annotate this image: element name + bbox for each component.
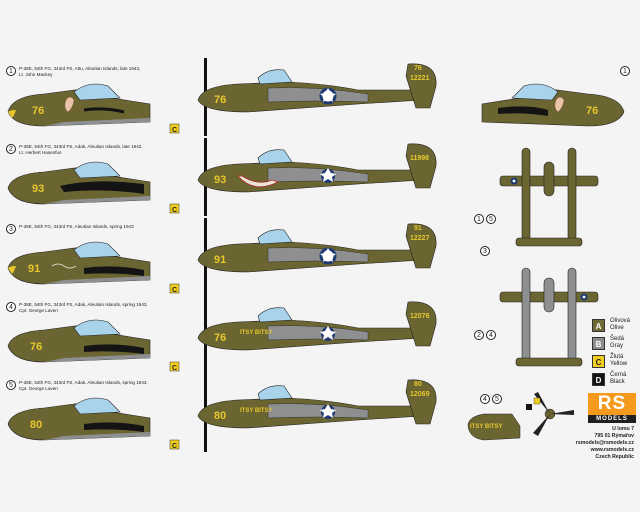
nose-view-1: 76 bbox=[7, 83, 151, 127]
nose-code-3: 91 bbox=[28, 263, 40, 275]
mini-nose-view: ITSY BITSY bbox=[467, 413, 521, 441]
top-ref-5: 5 bbox=[486, 214, 496, 224]
side-code-1: 76 bbox=[214, 94, 226, 106]
profile-caption-5: P-38E, 54th FG, 343rd FS, Adak, Aleutian… bbox=[19, 380, 148, 391]
legend-swatch-yellow: C bbox=[592, 355, 605, 368]
legend-gray: B Šedá Gray bbox=[592, 336, 640, 354]
nose-code-4: 76 bbox=[30, 341, 42, 353]
side-view-5: 80 ITSY BITSY 80 12069 C bbox=[169, 374, 437, 452]
nose-code-1: 76 bbox=[32, 105, 44, 117]
tail-serial-1: 12221 bbox=[410, 75, 430, 82]
nose-view-5: 80 bbox=[7, 397, 151, 441]
side-code-5: 80 bbox=[214, 410, 226, 422]
side-view-4: 76 ITSY BITSY 12076 C bbox=[169, 296, 437, 374]
profile-caption-1: P-38E, 54th FG, 343rd FS, Attu, Aleutian… bbox=[19, 66, 141, 77]
right-nose-view: 76 bbox=[481, 83, 625, 127]
side-code-2: 93 bbox=[214, 174, 226, 186]
legend-swatch-gray: B bbox=[592, 337, 605, 350]
side-view-3: 91 91 12227 C bbox=[169, 218, 437, 296]
top-ref-3: 3 bbox=[480, 246, 490, 256]
propeller-icon bbox=[526, 392, 574, 436]
tail-serial-5: 12069 bbox=[410, 391, 430, 398]
profile-number-3: 3 bbox=[6, 224, 16, 234]
legend-black: D Černá Black bbox=[592, 372, 640, 390]
legend-yellow: C Žlutá Yellow bbox=[592, 354, 640, 372]
address-web: www.rsmodels.cz bbox=[590, 447, 634, 453]
rs-models-logo: RS MODELS bbox=[588, 393, 636, 423]
tail-top-5: 80 bbox=[414, 381, 422, 388]
bottom-ref-4: 4 bbox=[486, 330, 496, 340]
tail-top-3: 91 bbox=[414, 225, 422, 232]
svg-text:C: C bbox=[172, 207, 177, 214]
bottom-view bbox=[499, 267, 599, 367]
nose-view-3: 91 bbox=[7, 241, 151, 285]
nose-code-2: 93 bbox=[32, 183, 44, 195]
top-view bbox=[499, 147, 599, 247]
nose-art-5: ITSY BITSY bbox=[240, 408, 273, 414]
mini-ref-4: 4 bbox=[480, 394, 490, 404]
svg-text:C: C bbox=[172, 443, 177, 450]
side-code-3: 91 bbox=[214, 254, 226, 266]
tail-serial-4: 12076 bbox=[410, 313, 430, 320]
bottom-ref-2: 2 bbox=[474, 330, 484, 340]
nose-view-2: 93 bbox=[7, 161, 151, 205]
svg-text:C: C bbox=[172, 365, 177, 372]
tail-top-1: 76 bbox=[414, 65, 422, 72]
nose-art-4: ITSY BITSY bbox=[240, 330, 273, 336]
tail-serial-3: 12227 bbox=[410, 235, 430, 242]
mini-nose-art: ITSY BITSY bbox=[470, 424, 503, 430]
svg-text:C: C bbox=[172, 287, 177, 294]
top-ref-1: 1 bbox=[474, 214, 484, 224]
side-code-4: 76 bbox=[214, 332, 226, 344]
profile-number-4: 4 bbox=[6, 302, 16, 312]
side-view-2: 93 11998 C bbox=[169, 138, 437, 216]
address-city: 795 01 Rýmařov bbox=[594, 433, 634, 439]
legend-swatch-black: D bbox=[592, 373, 605, 386]
profile-number-1: 1 bbox=[6, 66, 16, 76]
right-nose-code: 76 bbox=[586, 105, 598, 117]
profile-caption-3: P-38E, 54th FG, 343rd FS, Aleutian Islan… bbox=[19, 224, 134, 229]
legend-olive: A Olivová Olive bbox=[592, 318, 640, 336]
address-email: rsmodels@rsmodels.cz bbox=[575, 440, 634, 446]
nose-view-4: 76 bbox=[7, 319, 151, 363]
profile-number-2: 2 bbox=[6, 144, 16, 154]
svg-text:C: C bbox=[172, 127, 177, 134]
nose-code-5: 80 bbox=[30, 419, 42, 431]
mini-ref-5: 5 bbox=[492, 394, 502, 404]
legend-swatch-olive: A bbox=[592, 319, 605, 332]
tail-serial-2: 11998 bbox=[410, 155, 429, 162]
side-view-1: 76 76 12221 C bbox=[169, 58, 437, 136]
profile-number-5: 5 bbox=[6, 380, 16, 390]
right-ref-1: 1 bbox=[620, 66, 630, 76]
profile-caption-4: P-38E, 54th FG, 343rd FS, Adak, Aleutian… bbox=[19, 302, 148, 313]
address-country: Czech Republic bbox=[595, 454, 634, 460]
profile-caption-2: P-38E, 54th FG, 343rd FS, Adak, Aleutian… bbox=[19, 144, 143, 155]
address-street: U lomu 7 bbox=[612, 426, 634, 432]
